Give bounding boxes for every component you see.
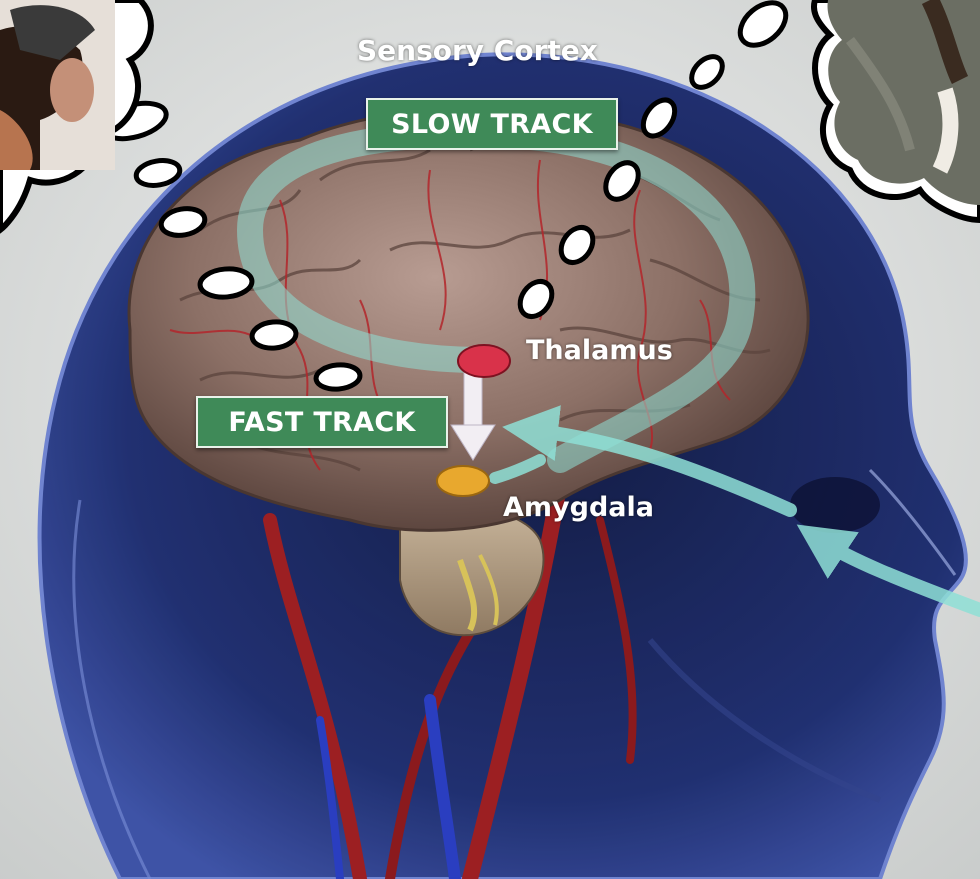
sensory-cortex-label: Sensory Cortex (357, 34, 598, 67)
fast-track-label: FAST TRACK (196, 396, 448, 448)
amygdala-label: Amygdala (503, 492, 654, 523)
person-photo-icon (0, 0, 115, 170)
slow-track-label: SLOW TRACK (366, 98, 618, 150)
thalamus-label: Thalamus (526, 335, 673, 366)
amygdala-node (437, 466, 489, 496)
thalamus-node (458, 345, 510, 377)
eye-region (790, 477, 880, 533)
